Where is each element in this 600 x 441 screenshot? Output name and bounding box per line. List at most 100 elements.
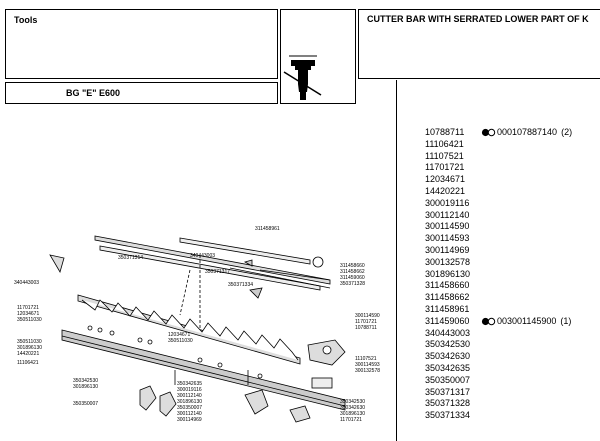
page-title: CUTTER BAR WITH SERRATED LOWER PART OF K	[367, 14, 589, 24]
part-row: 350371334	[425, 410, 572, 422]
part-number: 311458660	[425, 280, 470, 291]
diagram-label: 300019116	[177, 387, 202, 393]
diagram-label: 350342630	[340, 405, 365, 411]
part-row: 350371328	[425, 398, 572, 410]
part-number: 300132578	[425, 256, 471, 267]
part-number: 350342635	[425, 362, 471, 373]
part-number: 300114590	[425, 221, 470, 232]
diagram-label: 300112140	[177, 411, 202, 417]
part-row: 10788711 000107887140(2)	[425, 127, 572, 139]
diagram-label: 300114590	[355, 313, 380, 319]
diagram-label: 301896130	[17, 345, 42, 351]
part-number: 340443003	[425, 327, 471, 338]
model-panel: BG "E" E600	[5, 82, 278, 104]
diagram-label: 300114593	[355, 362, 380, 368]
title-panel: CUTTER BAR WITH SERRATED LOWER PART OF K	[358, 9, 600, 79]
grease-nipple-icon	[283, 55, 322, 100]
diagram-label: 12034671	[17, 311, 39, 317]
part-number: 300019116	[425, 197, 470, 208]
diagram-label: 350350007	[73, 401, 98, 407]
diagram-label: 350350007	[177, 405, 202, 411]
diagram-label: 350511030	[17, 339, 42, 345]
part-number: 300114593	[425, 233, 470, 244]
diagram-label: 14420221	[17, 351, 39, 357]
diagram-label: 350342530	[73, 378, 98, 384]
diagram-label: 350342530	[340, 399, 365, 405]
diagram-label: 11106421	[17, 360, 39, 366]
part-number: 301896130	[425, 268, 471, 279]
diagram-label: 350371334	[228, 282, 253, 288]
diagram-label: 350371317	[205, 269, 230, 275]
diagram-label: 300132578	[355, 368, 380, 374]
diagram-label: 340443003	[190, 253, 215, 259]
part-row: 300019116	[425, 198, 572, 210]
part-row: 11701721	[425, 162, 572, 174]
diagram-label: 300112140	[177, 393, 202, 399]
part-number: 300112140	[425, 209, 470, 220]
part-row: 311458660	[425, 280, 572, 292]
diagram-label: 11701721	[355, 319, 377, 325]
part-row: 300114969	[425, 245, 572, 257]
quantity: (1)	[560, 315, 572, 326]
exploded-parts-diagram: 311458961 350371314 340443003 340443003 …	[14, 226, 380, 423]
diagram-label: 11701721	[340, 417, 362, 423]
part-number: 350350007	[425, 374, 471, 385]
diagram-label: 311458662	[340, 269, 365, 275]
list-divider	[396, 80, 397, 441]
part-row: 14420221	[425, 186, 572, 198]
part-number: 300114969	[425, 244, 470, 255]
diagram-label: 311458660	[340, 263, 365, 269]
part-row: 301896130	[425, 269, 572, 281]
part-row: 300114590	[425, 221, 572, 233]
part-row: 11106421	[425, 139, 572, 151]
part-number: 350371328	[425, 398, 471, 409]
part-row: 350342635	[425, 363, 572, 375]
diagram-label: 301896130	[177, 399, 202, 405]
quantity: (2)	[561, 127, 573, 137]
part-row: 311458961	[425, 304, 572, 316]
part-row: 300112140	[425, 210, 572, 222]
part-number: 350371317	[425, 386, 471, 397]
diagram-label: 12034671	[168, 332, 190, 338]
part-number: 14420221	[425, 185, 466, 196]
diagram-label: 311458961	[255, 226, 280, 232]
part-number: 11107521	[425, 150, 464, 161]
part-row: 350371317	[425, 387, 572, 399]
replacement-part-number: 003001145900	[497, 315, 557, 326]
part-number: 12034671	[425, 174, 466, 185]
diagram-label: 350371328	[340, 281, 365, 287]
part-number: 311459060	[425, 315, 470, 326]
diagram-label: 11107521	[355, 356, 377, 362]
part-number: 311458662	[425, 292, 470, 303]
model-label: BG "E" E600	[66, 88, 121, 98]
tools-label: Tools	[14, 15, 38, 25]
diagram-label: 301896130	[73, 384, 98, 390]
part-row: 300114593	[425, 233, 572, 245]
part-number: 10788711	[425, 127, 465, 137]
tool-icon-panel	[280, 9, 356, 104]
diagram-label: 11701721	[17, 305, 39, 311]
part-number: 350342530	[425, 339, 471, 350]
part-row: 11107521	[425, 151, 572, 163]
replacement-marker-icon	[481, 317, 497, 326]
part-number: 11106421	[425, 138, 464, 149]
part-number: 311458961	[425, 303, 470, 314]
diagram-label: 350342635	[177, 381, 202, 387]
diagram-label: 350511030	[168, 338, 193, 344]
replacement-marker-icon	[481, 128, 497, 137]
replacement-part-number: 000107887140	[497, 127, 558, 137]
part-row: 350342530	[425, 339, 572, 351]
part-row: 350342630	[425, 351, 572, 363]
part-row: 350350007	[425, 375, 572, 387]
part-number: 11701721	[425, 162, 465, 173]
part-number: 350342630	[425, 351, 471, 362]
part-row: 300132578	[425, 257, 572, 269]
part-row: 311459060 003001145900(1)	[425, 316, 572, 328]
diagram-label: 350511030	[17, 317, 42, 323]
diagram-label: 10788711	[355, 325, 377, 331]
part-row: 340443003	[425, 328, 572, 340]
diagram-label: 340443003	[14, 280, 39, 286]
tools-panel: Tools	[5, 9, 278, 79]
diagram-label: 301896130	[340, 411, 365, 417]
